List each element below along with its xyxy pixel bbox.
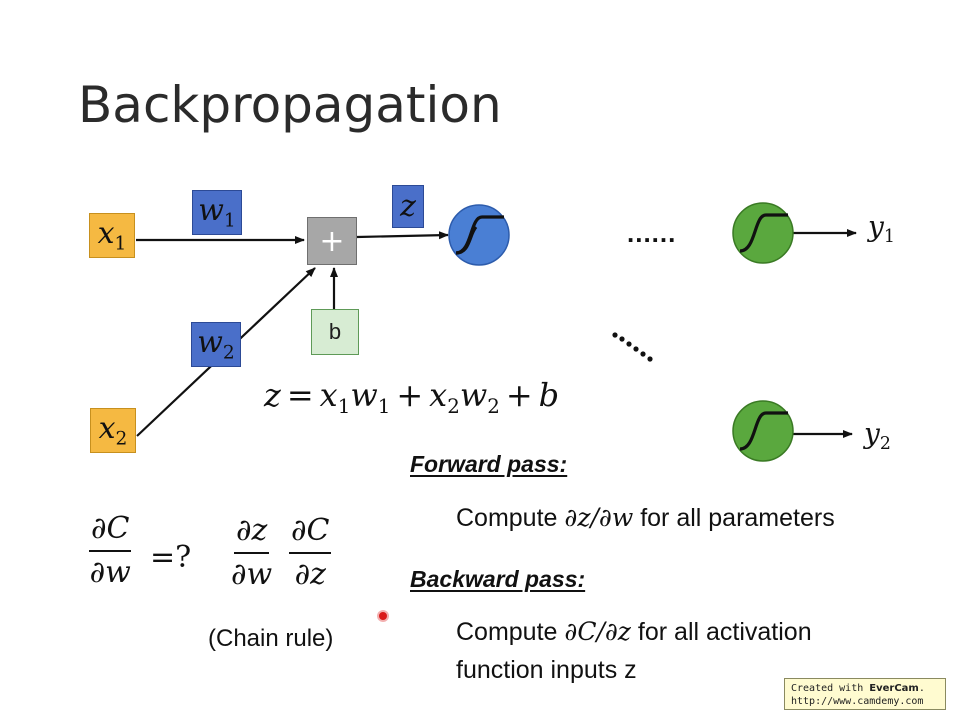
fraction-denominator: ∂z [294,557,326,592]
fraction-numerator: ∂z [233,512,270,554]
forward-pass-text: Compute ∂z/∂w for all parameters [456,503,835,532]
pointer-cursor-dot [377,610,389,622]
weight-w1-box: w1 [192,190,242,235]
weight-w2-box: w2 [191,322,241,367]
sum-symbol: + [319,223,345,259]
z-equation: z=x1w1+x2w2+b [264,376,560,418]
input-x1-label: x1 [97,216,127,255]
fraction-numerator: ∂C [289,512,332,554]
input-x1-box: x1 [89,213,135,258]
fraction-denominator: ∂w [89,555,131,590]
chain-factor-dz-dw: ∂z ∂w [231,512,272,594]
fraction-numerator: ∂C [89,510,132,552]
output-y2-label: y2 [864,417,891,455]
input-x2-label: x2 [98,411,128,450]
backward-pass-text: Compute ∂C/∂z for all activation functio… [456,617,812,684]
z-label: z [400,189,416,224]
hidden-neuron [448,204,510,266]
watermark-link[interactable]: http://www.camdemy.com [791,696,924,707]
diagonal-dots [612,332,653,362]
horizontal-dots: ...... [627,218,677,248]
output-neuron-2 [732,400,794,462]
backward-pass-heading: Backward pass: [410,566,586,592]
z-label-box: z [392,185,424,228]
output-neuron-1 [732,202,794,264]
weight-w2-label: w2 [197,325,235,364]
sum-node: + [307,217,357,265]
input-x2-box: x2 [90,408,136,453]
evercam-watermark[interactable]: Created with EverCam. http://www.camdemy… [784,678,946,710]
chain-factor-dC-dz: ∂C ∂z [289,512,332,594]
chain-rule-label: (Chain rule) [208,625,334,652]
fraction-denominator: ∂w [231,557,273,592]
output-y1-label: y1 [868,210,895,248]
gradient-question: =? [150,540,192,575]
forward-pass-heading: Forward pass: [410,451,568,477]
weight-w1-label: w1 [198,193,236,232]
bias-box: b [311,309,359,355]
sum-to-neuron-arrow [356,231,449,240]
gradient-dC-dw: ∂C ∂w [89,510,132,592]
slide-title: Backpropagation [78,76,502,134]
bias-label: b [328,319,342,344]
